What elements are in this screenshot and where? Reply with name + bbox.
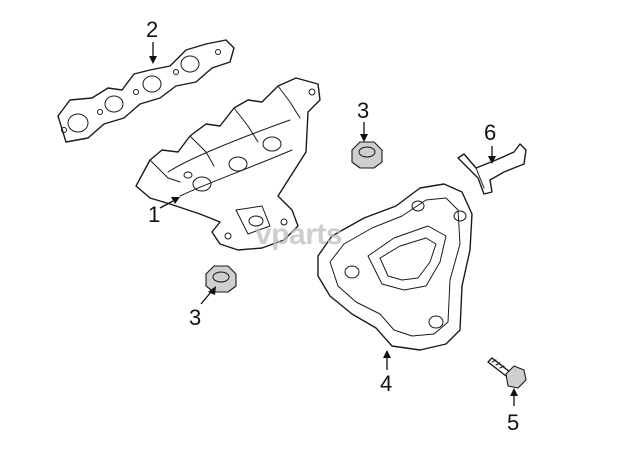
callout-4: 4 [380, 371, 392, 396]
watermark-text: vparts [255, 218, 342, 251]
callout-3-lower: 3 [189, 305, 201, 330]
nut-lower [205, 265, 237, 293]
callout-2: 2 [146, 17, 158, 42]
exhaust-manifold [135, 77, 321, 251]
callout-1: 1 [148, 202, 160, 227]
nut-upper [351, 141, 383, 169]
callout-6: 6 [484, 120, 496, 145]
bolt [487, 357, 527, 389]
manifold-gasket [57, 39, 235, 143]
callout-3-upper: 3 [357, 98, 369, 123]
bracket [457, 143, 527, 195]
leader-lines [149, 42, 518, 406]
heat-shield [317, 183, 473, 351]
callout-5: 5 [507, 410, 519, 435]
